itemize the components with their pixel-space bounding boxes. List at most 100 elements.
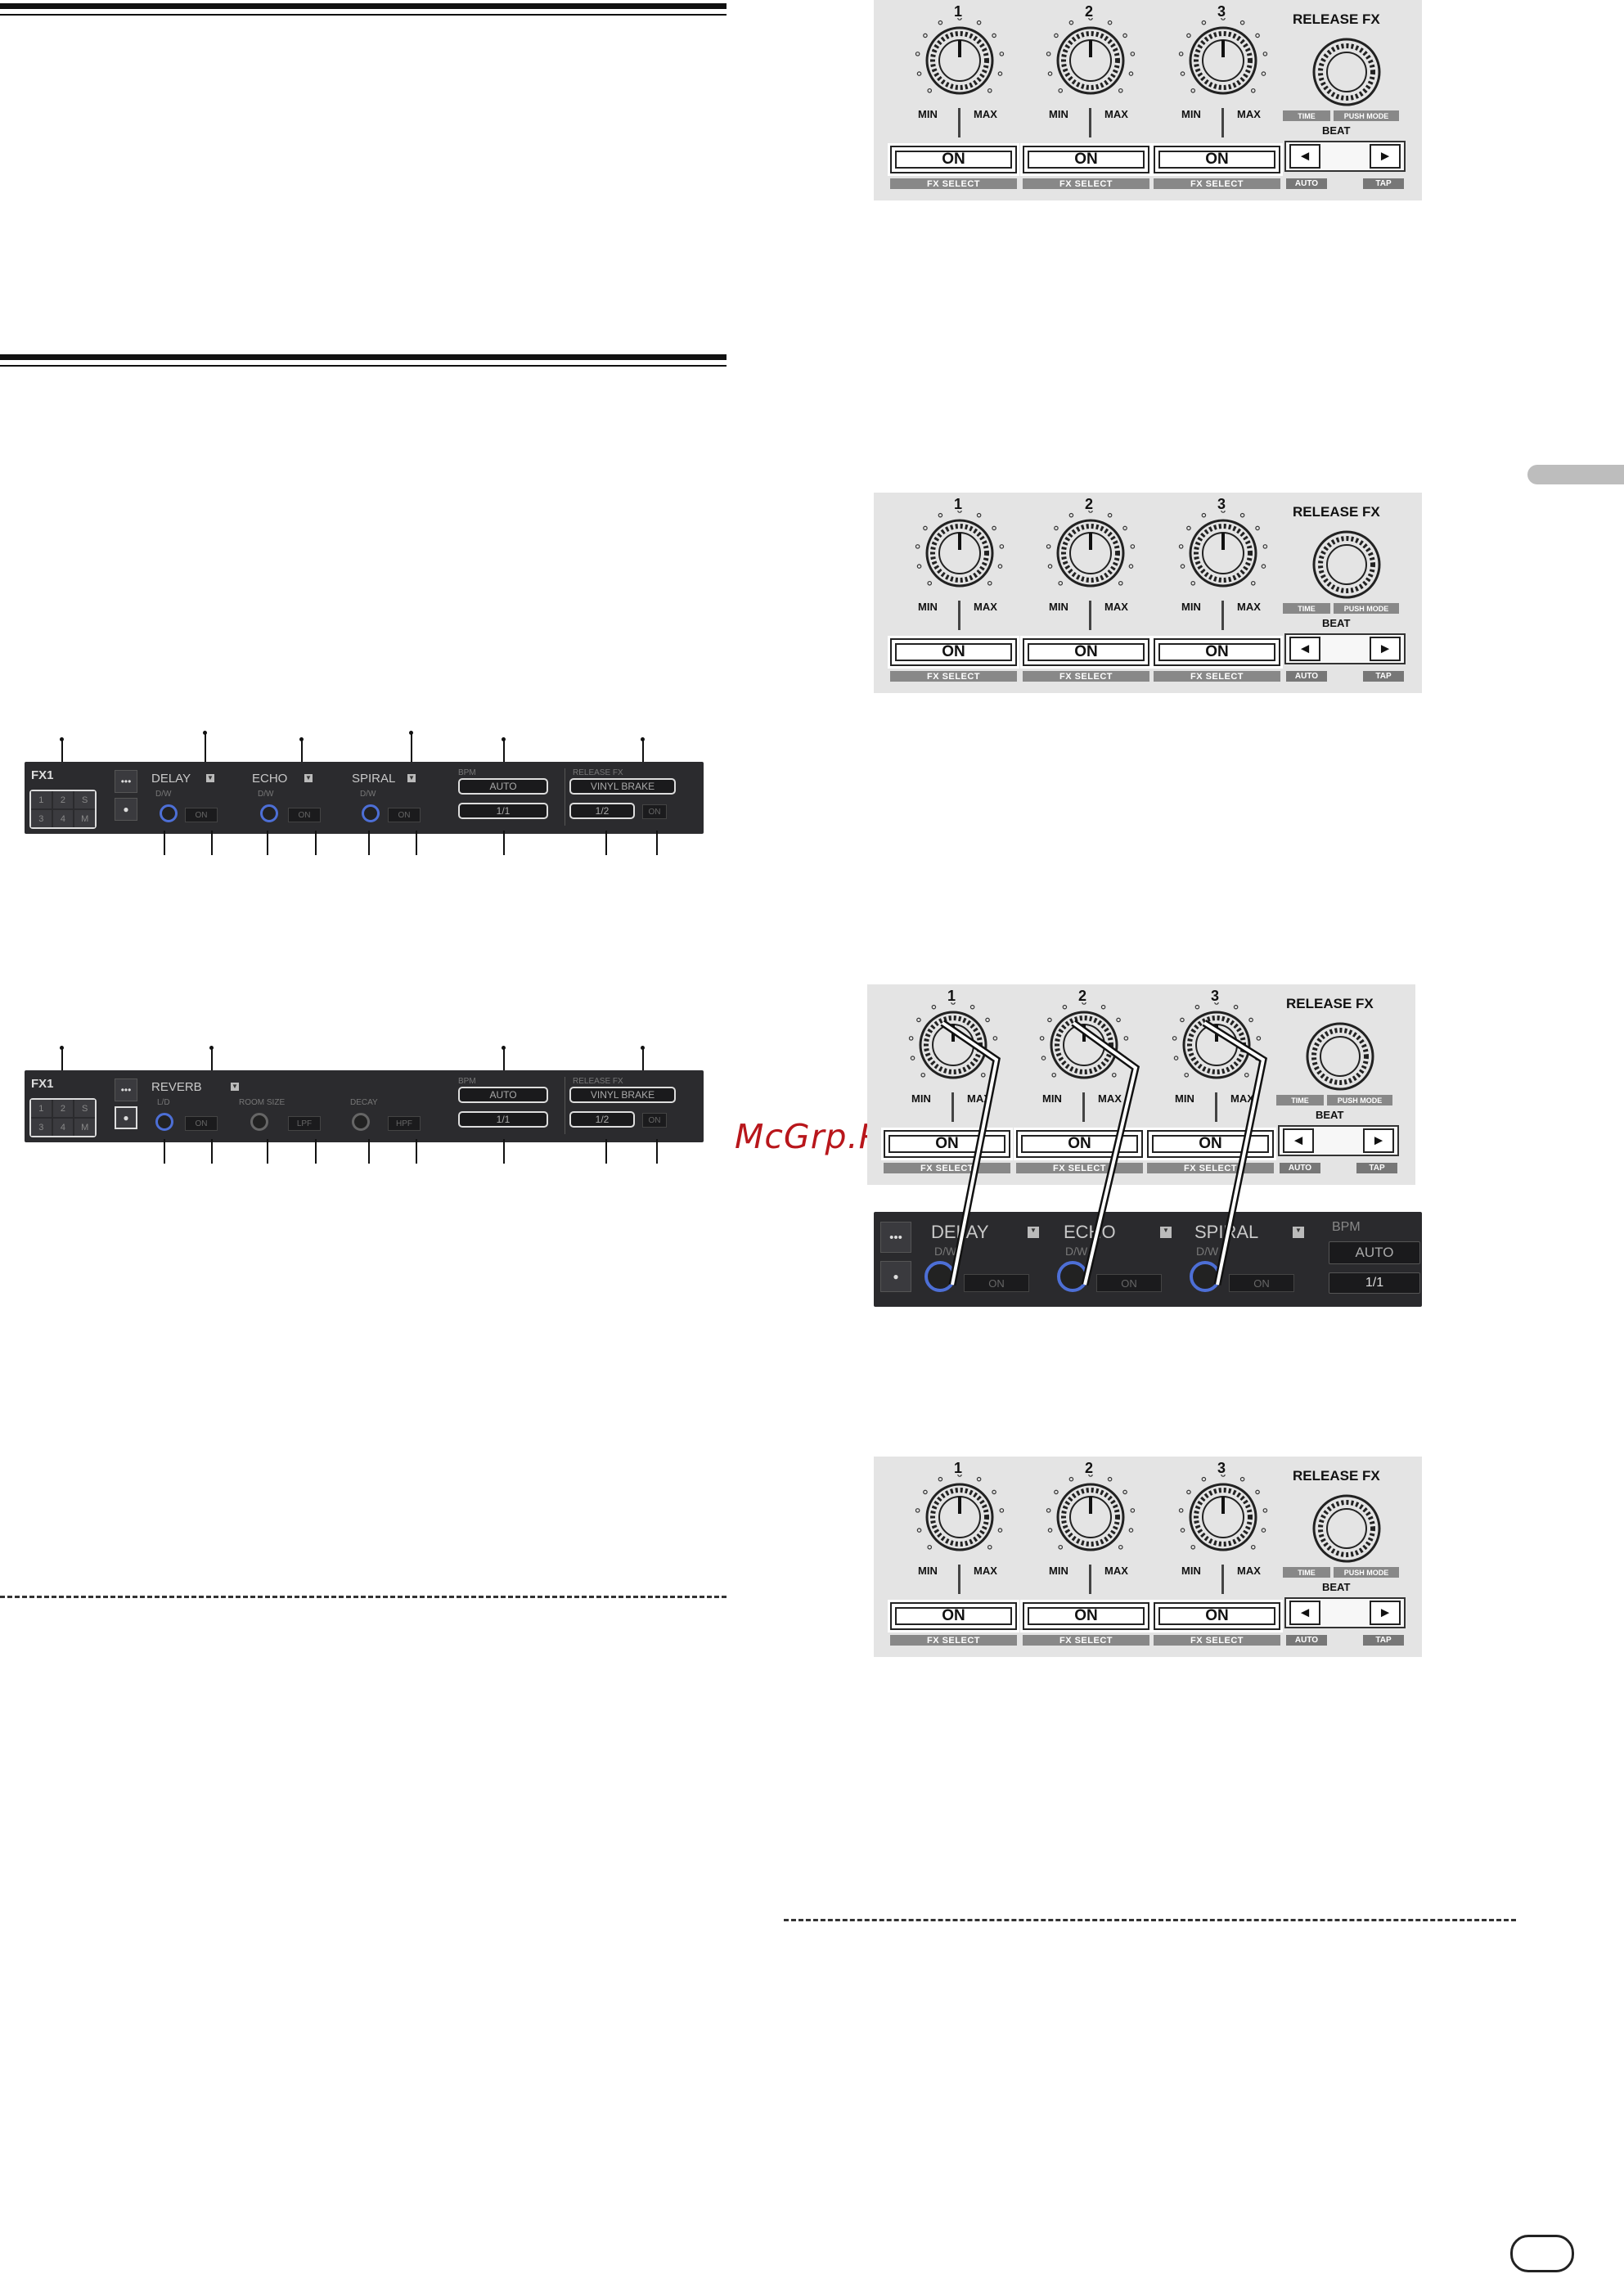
beat-left-button[interactable]: ◄ bbox=[1289, 144, 1320, 169]
beat-field[interactable]: 1/1 bbox=[458, 803, 548, 819]
release-fx-title: RELEASE FX bbox=[1286, 996, 1374, 1011]
dropdown-icon[interactable]: ▼ bbox=[407, 774, 416, 782]
bpm-auto-field[interactable]: AUTO bbox=[458, 778, 548, 795]
fx-select-label: FX SELECT bbox=[1154, 1635, 1280, 1646]
beat-label: BEAT bbox=[1316, 1109, 1344, 1121]
fx-on-button-1[interactable]: ON bbox=[881, 1128, 1013, 1160]
fx-on-button-3[interactable]: ON bbox=[1151, 1600, 1283, 1632]
fx-on-button-3[interactable]: ON bbox=[1151, 636, 1283, 669]
release-on-button[interactable]: ON bbox=[642, 1113, 667, 1128]
record-dot-button[interactable]: ● bbox=[880, 1261, 911, 1292]
on-button-1[interactable]: ON bbox=[185, 808, 218, 822]
fx-select-label: FX SELECT bbox=[1023, 178, 1149, 189]
time-label: TIME bbox=[1283, 110, 1330, 121]
release-fx-field[interactable]: VINYL BRAKE bbox=[569, 1087, 676, 1103]
beat-right-button[interactable]: ► bbox=[1370, 144, 1401, 169]
lpf-button[interactable]: LPF bbox=[288, 1116, 321, 1131]
top-rule-thin bbox=[0, 14, 727, 16]
beat-label: BEAT bbox=[1322, 124, 1351, 137]
dropdown-icon[interactable]: ▼ bbox=[304, 774, 313, 782]
ld-knob[interactable] bbox=[155, 1113, 173, 1131]
fx-on-button-1[interactable]: ON bbox=[888, 636, 1019, 669]
room-size-knob[interactable] bbox=[250, 1113, 268, 1131]
max-label: MAX bbox=[1104, 601, 1128, 613]
dw-knob-1[interactable] bbox=[160, 804, 178, 822]
hpf-button[interactable]: HPF bbox=[388, 1116, 421, 1131]
max-label: MAX bbox=[1098, 1092, 1122, 1105]
max-label: MAX bbox=[1237, 1565, 1261, 1577]
knob-dial bbox=[915, 18, 1005, 95]
on-button-3[interactable]: ON bbox=[388, 808, 421, 822]
on-button-2[interactable]: ON bbox=[1096, 1274, 1162, 1292]
on-button-2[interactable]: ON bbox=[288, 808, 321, 822]
knob-number: 3 bbox=[1211, 988, 1220, 1004]
dropdown-icon[interactable]: ▼ bbox=[1293, 1227, 1304, 1238]
fx-on-button-2[interactable]: ON bbox=[1020, 143, 1152, 176]
beat-left-button[interactable]: ◄ bbox=[1283, 1128, 1314, 1153]
bpm-auto-field[interactable]: AUTO bbox=[1329, 1241, 1420, 1264]
min-label: MIN bbox=[1181, 601, 1201, 613]
record-dot-button[interactable]: ● bbox=[115, 1106, 137, 1129]
release-fx-knob[interactable] bbox=[1307, 1489, 1386, 1568]
release-beat-field[interactable]: 1/2 bbox=[569, 803, 635, 819]
fx-on-button-3[interactable]: ON bbox=[1145, 1128, 1276, 1160]
knob-dial bbox=[915, 511, 1005, 588]
bpm-auto-field[interactable]: AUTO bbox=[458, 1087, 548, 1103]
beat-left-button[interactable]: ◄ bbox=[1289, 637, 1320, 661]
release-fx-knob[interactable] bbox=[1307, 525, 1386, 604]
release-fx-field[interactable]: VINYL BRAKE bbox=[569, 778, 676, 795]
page-number-badge bbox=[1510, 2235, 1574, 2272]
mode-button[interactable]: ••• bbox=[115, 770, 137, 793]
beat-field[interactable]: 1/1 bbox=[1329, 1272, 1420, 1294]
decay-knob[interactable] bbox=[352, 1113, 370, 1131]
release-beat-field[interactable]: 1/2 bbox=[569, 1111, 635, 1128]
fx-name-1: DELAY bbox=[151, 772, 191, 786]
on-button[interactable]: ON bbox=[185, 1116, 218, 1131]
beat-right-button[interactable]: ► bbox=[1363, 1128, 1394, 1153]
record-dot-button[interactable]: ● bbox=[115, 798, 137, 821]
dw-knob-3[interactable] bbox=[362, 804, 380, 822]
dropdown-icon[interactable]: ▼ bbox=[231, 1083, 239, 1091]
release-fx-knob[interactable] bbox=[1307, 33, 1386, 111]
dropdown-icon[interactable]: ▼ bbox=[1028, 1227, 1039, 1238]
mode-button[interactable]: ••• bbox=[115, 1078, 137, 1101]
beat-right-button[interactable]: ► bbox=[1370, 1601, 1401, 1625]
knob-number: 3 bbox=[1217, 496, 1226, 512]
dropdown-icon[interactable]: ▼ bbox=[1160, 1227, 1172, 1238]
knob-number: 2 bbox=[1085, 1460, 1094, 1476]
fx-on-button-2[interactable]: ON bbox=[1020, 636, 1152, 669]
on-button-3[interactable]: ON bbox=[1229, 1274, 1294, 1292]
fx-on-button-3[interactable]: ON bbox=[1151, 143, 1283, 176]
dw-knob-2[interactable] bbox=[260, 804, 278, 822]
dashed-divider-right bbox=[784, 1919, 1516, 1921]
release-fx-knob[interactable] bbox=[1301, 1017, 1379, 1096]
knob-number: 1 bbox=[954, 3, 963, 20]
tap-label: TAP bbox=[1363, 178, 1404, 189]
min-label: MIN bbox=[918, 1565, 938, 1577]
on-button-1[interactable]: ON bbox=[964, 1274, 1029, 1292]
dropdown-icon[interactable]: ▼ bbox=[206, 774, 214, 782]
fx-on-button-2[interactable]: ON bbox=[1020, 1600, 1152, 1632]
beat-field[interactable]: 1/1 bbox=[458, 1111, 548, 1128]
fx-on-button-1[interactable]: ON bbox=[888, 143, 1019, 176]
beat-left-button[interactable]: ◄ bbox=[1289, 1601, 1320, 1625]
beat-right-button[interactable]: ► bbox=[1370, 637, 1401, 661]
knob-number: 2 bbox=[1085, 496, 1094, 512]
fx-on-button-1[interactable]: ON bbox=[888, 1600, 1019, 1632]
release-on-button[interactable]: ON bbox=[642, 804, 667, 819]
mode-button[interactable]: ••• bbox=[880, 1222, 911, 1253]
